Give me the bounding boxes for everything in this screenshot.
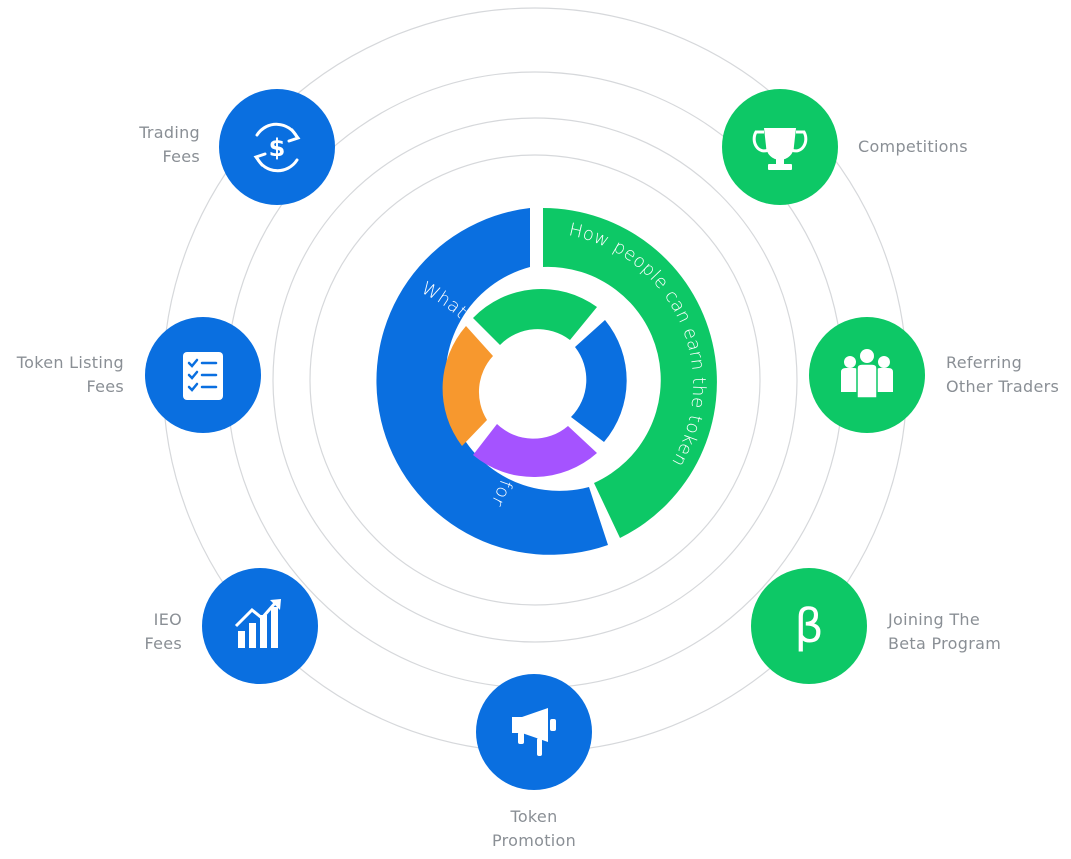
inner-segment-orange (442, 326, 493, 446)
inner-donut (442, 288, 627, 478)
referring-label-2: Other Traders (946, 377, 1059, 396)
use-token-promotion: Token Promotion (476, 674, 592, 850)
inner-segment-green (473, 288, 597, 345)
checklist-icon (183, 352, 223, 400)
token-listing-fees-label: Token Listing (16, 353, 124, 372)
megaphone-icon (512, 708, 556, 756)
outer-donut: What the token is used for How people ca… (376, 208, 717, 555)
orbit-ring-3 (272, 117, 798, 643)
earn-competitions: Competitions (722, 89, 968, 205)
use-token-listing-fees: Token Listing Fees (16, 317, 261, 433)
beta-program-label-2: Beta Program (888, 634, 1001, 653)
use-trading-fees: $ Trading Fees (138, 89, 335, 205)
uses-half-ring (376, 208, 608, 555)
beta-icon: β (794, 599, 823, 653)
token-promotion-label: Token (509, 807, 557, 826)
earn-referring-other-traders: Referring Other Traders (809, 317, 1059, 433)
orbit-ring-4 (309, 154, 761, 606)
earn-half-ring (543, 208, 717, 538)
ieo-fees-label-2: Fees (144, 634, 182, 653)
earn-joining-beta-program: β Joining The Beta Program (751, 568, 1001, 684)
inner-segment-purple (473, 424, 597, 478)
trading-fees-label: Trading (138, 123, 200, 142)
beta-program-circle (751, 568, 867, 684)
beta-program-label: Joining The (887, 610, 980, 629)
ieo-fees-label: IEO (154, 610, 182, 629)
trading-fees-label-2: Fees (162, 147, 200, 166)
use-ieo-fees: IEO Fees (144, 568, 318, 684)
people-group-icon (841, 349, 893, 399)
token-listing-fees-label-2: Fees (86, 377, 124, 396)
trophy-icon (752, 128, 808, 170)
referring-label: Referring (946, 353, 1022, 372)
dollar-cycle-icon: $ (253, 122, 301, 173)
token-promotion-label-2: Promotion (492, 831, 576, 850)
inner-segment-blue (571, 320, 627, 442)
competitions-label: Competitions (858, 137, 968, 156)
growth-chart-icon (234, 599, 281, 648)
svg-text:$: $ (269, 134, 286, 162)
trading-fees-circle (219, 89, 335, 205)
